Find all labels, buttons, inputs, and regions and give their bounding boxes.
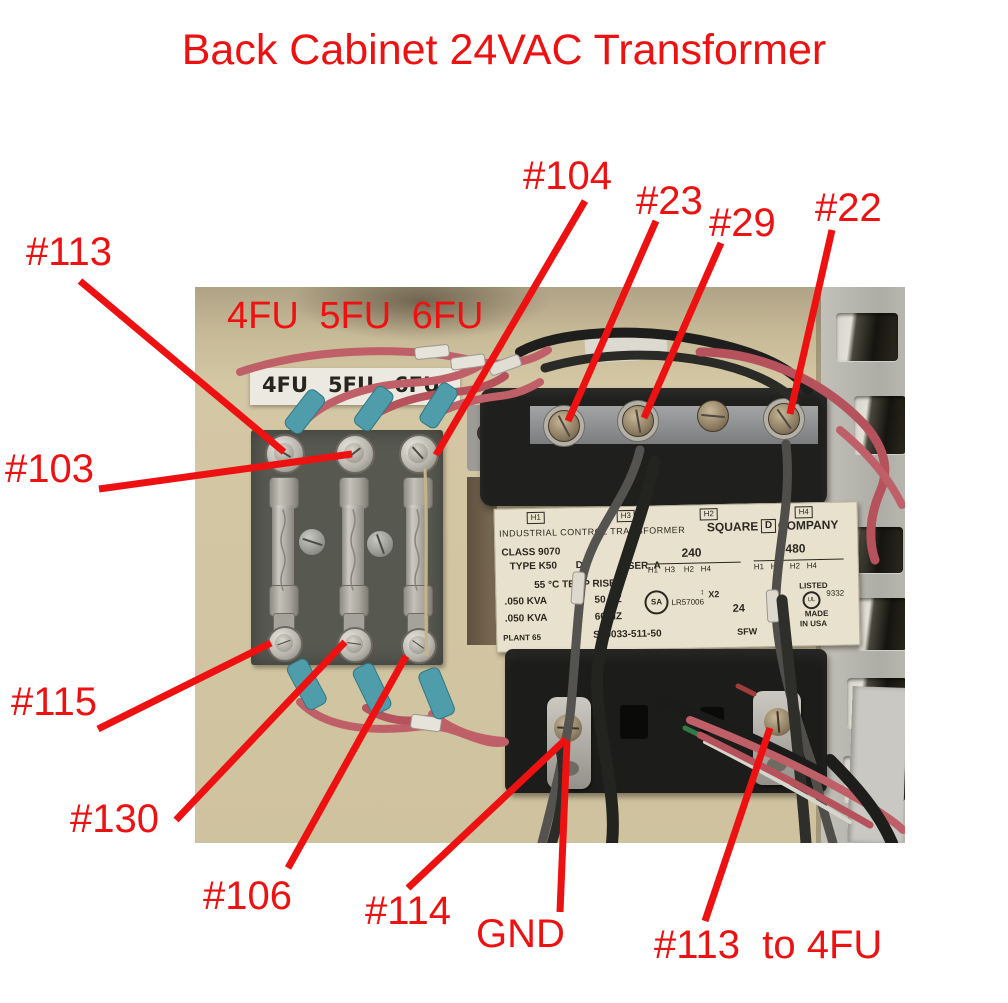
fuse-1-glass [272, 505, 294, 587]
wire-segment [537, 445, 645, 843]
wire-band [410, 713, 442, 733]
vent-slot [857, 598, 905, 650]
wire-band [570, 571, 586, 605]
annotation-gnd: GND [476, 912, 565, 956]
annotation-113: #113 [26, 230, 113, 274]
annotation-113-to-4fu: #113 to 4FU [654, 923, 883, 967]
wire-segment [836, 426, 905, 509]
annotation-115: #115 [11, 680, 98, 724]
block-notch [620, 705, 648, 739]
annotation-114: #114 [365, 889, 452, 933]
wire-segment [776, 594, 812, 843]
fuse-1-bottom-ferrule [269, 585, 299, 617]
fuse-3-top-terminal [399, 434, 439, 474]
wire-segment [824, 754, 898, 843]
annotation-104: #104 [523, 154, 612, 198]
fuse-elements [280, 509, 420, 591]
annotation-106: #106 [203, 874, 292, 918]
annotation-29: #29 [709, 201, 776, 245]
mounting-screw [366, 530, 394, 558]
wire-segment [695, 347, 890, 565]
fuse-3-top-ferrule [403, 477, 433, 509]
mounting-screw [298, 528, 326, 556]
annotation-23: #23 [636, 179, 703, 223]
vent-slot [836, 313, 898, 361]
wire-segment [735, 683, 757, 697]
annotation-fuse-names: 4FU 5FU 6FU [227, 295, 484, 337]
page-title: Back Cabinet 24VAC Transformer [181, 26, 827, 74]
fuse-2-glass [342, 505, 364, 587]
wire-segment [423, 468, 429, 657]
annotation-103: #103 [5, 447, 94, 491]
cabinet-photo: 4FU 5FU 6FU [195, 287, 905, 843]
annotation-22: #22 [815, 186, 882, 230]
wire-layer [236, 327, 905, 843]
wire-segment [591, 456, 661, 843]
annotation-130: #130 [70, 797, 159, 841]
fuse-3-glass [406, 505, 428, 587]
